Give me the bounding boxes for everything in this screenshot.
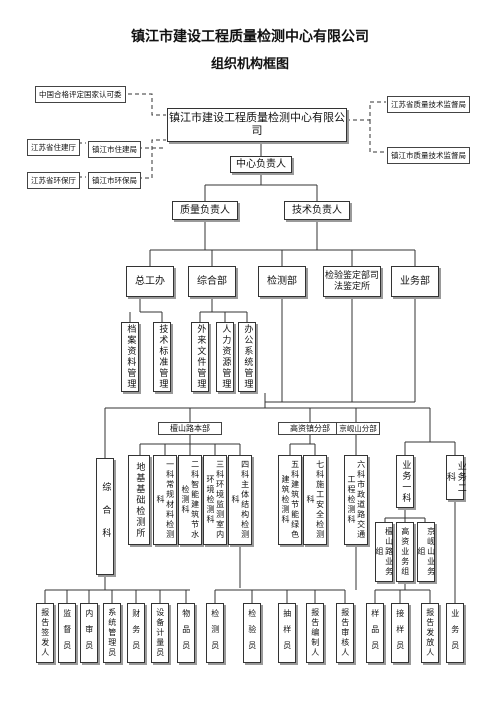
unit-archives: 档案资料管理 [121, 322, 139, 392]
section-foundation: 地基基础检测所 [128, 455, 150, 545]
section-5: 五科建筑节能绿色建筑检测科 [278, 455, 302, 545]
section-3: 三科环境监测室内环境检测科 [203, 455, 227, 545]
staff-sysadmin: 系统管理员 [103, 603, 121, 663]
section-7: 七科施工安全检测科 [303, 455, 327, 545]
staff-examiner: 检验员 [243, 603, 261, 663]
external-zj-construction: 镇江市住建局 [88, 141, 141, 158]
staff-equipment: 设备计量员 [151, 603, 169, 663]
external-cnas: 中国合格评定国家认可委 [35, 86, 126, 103]
staff-goods: 物品员 [177, 603, 195, 663]
section-biz2: 业务二科 [445, 455, 466, 500]
branch-gaozi: 高资镇分部 [278, 422, 342, 435]
staff-sample: 样品员 [366, 603, 384, 663]
chart-subtitle: 组织机构框图 [210, 57, 289, 72]
section-2: 二科智能建筑节水检测科 [178, 455, 202, 545]
unit-office-system: 办公系统管理 [238, 322, 256, 392]
group-gaozi: 高资业务组 [396, 522, 414, 582]
unit-foreign-docs: 外来文件管理 [191, 322, 209, 392]
external-js-construction: 江苏省住建厅 [27, 139, 80, 156]
chart-title: 镇江市建设工程质量检测中心有限公司 [131, 29, 369, 45]
dept-comprehensive: 综合部 [188, 266, 236, 297]
center-head-box: 中心负责人 [230, 156, 292, 173]
staff-report-issuer: 报告签发人 [36, 603, 54, 663]
external-zj-quality: 镇江市质量技术监督局 [387, 147, 470, 164]
branch-jingxian: 京岘山分部 [336, 422, 380, 435]
staff-report-editor: 报告编制人 [306, 603, 324, 663]
staff-auditor: 内审员 [80, 603, 98, 663]
dept-forensic: 检验鉴定部司法鉴定所 [323, 266, 381, 297]
unit-standards: 技术标准管理 [153, 322, 171, 392]
staff-receiver: 接样员 [391, 603, 409, 663]
tech-head-box: 技术负责人 [284, 201, 350, 220]
quality-head-box: 质量负责人 [172, 201, 238, 220]
external-js-quality: 江苏省质量技术监督局 [387, 96, 470, 113]
dept-testing: 检测部 [258, 266, 306, 297]
staff-report-reviewer: 报告审核人 [336, 603, 354, 663]
staff-inspector: 检测员 [206, 603, 224, 663]
external-zj-environment: 镇江市环保局 [88, 172, 141, 189]
group-tanshan: 檀山路业务组 [375, 522, 394, 582]
section-1: 一科常规材料检测科 [153, 455, 177, 545]
staff-sampler: 抽样员 [278, 603, 296, 663]
company-box: 镇江市建设工程质量检测中心有限公司 [167, 108, 347, 142]
external-js-environment: 江苏省环保厅 [27, 172, 80, 189]
section-biz1: 业务一科 [396, 455, 414, 508]
section-6: 六科市政道路交通工程检测科 [344, 455, 368, 545]
group-jingxian: 京岘山业务组 [417, 522, 436, 582]
section-comprehensive: 综合科 [96, 458, 114, 575]
branch-tanshan: 檀山路本部 [158, 422, 222, 435]
dept-business: 业务部 [391, 266, 439, 297]
section-4: 四科主体结构检测科 [228, 455, 252, 545]
staff-supervisor: 监督员 [58, 603, 76, 663]
staff-clerk: 业务员 [446, 603, 464, 663]
staff-accountant: 财务员 [127, 603, 145, 663]
staff-report-sender: 报告发放人 [421, 603, 439, 663]
dept-general-office: 总工办 [126, 266, 174, 297]
unit-hr: 人力资源管理 [216, 322, 234, 392]
